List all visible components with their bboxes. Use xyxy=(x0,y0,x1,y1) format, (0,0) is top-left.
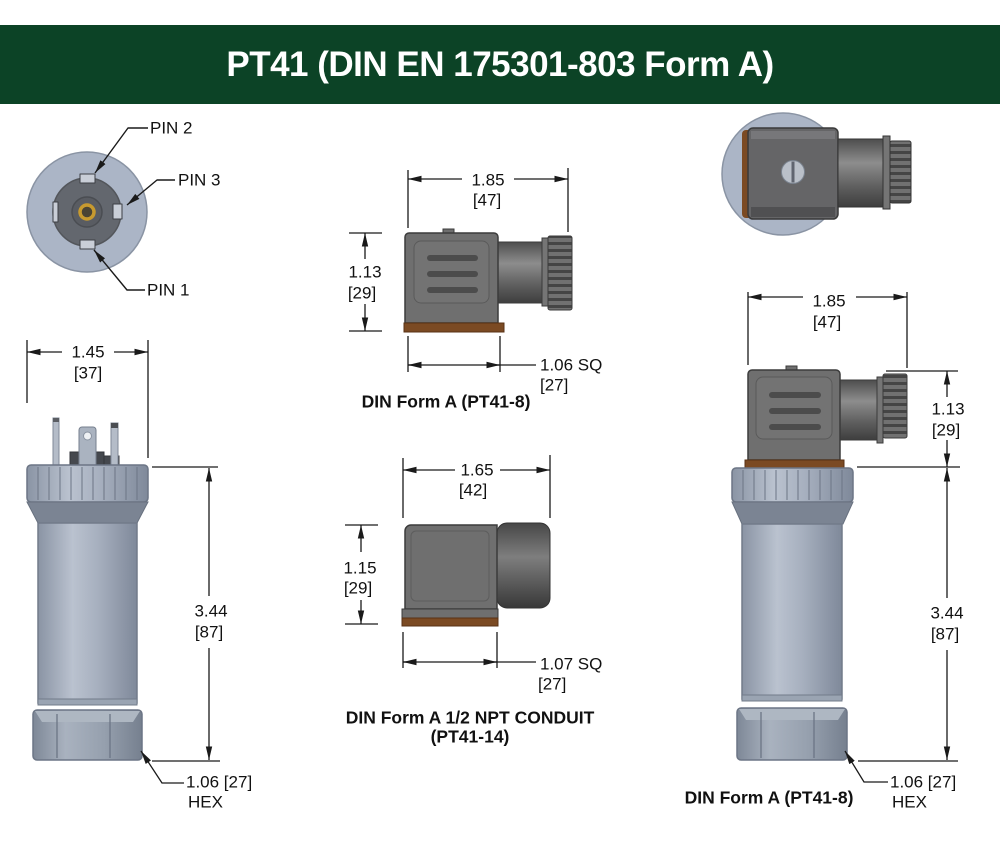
transducer-height-in: 3.44 xyxy=(194,601,228,621)
knurl-lines xyxy=(37,467,138,500)
gasket xyxy=(744,459,845,469)
assembly-width-in: 1.85 xyxy=(812,291,846,311)
pin2-slot xyxy=(79,173,96,184)
transducer-hex-dim: 1.06 [27] xyxy=(186,772,253,792)
assembly-width-mm: [47] xyxy=(812,312,842,332)
assembly-dimensions xyxy=(747,292,960,783)
conduit-height-mm: [29] xyxy=(343,578,373,598)
page-title: PT41 (DIN EN 175301-803 Form A) xyxy=(226,44,774,84)
conduit-width-mm: [42] xyxy=(458,480,488,500)
transducer-hex-label: HEX xyxy=(188,792,223,812)
pin1-slot xyxy=(79,239,96,250)
conduit-dimensions xyxy=(345,455,551,668)
gasket xyxy=(401,617,499,627)
gold-contact-icon xyxy=(78,203,96,221)
ground-slot xyxy=(52,201,59,223)
din-square-in: 1.06 SQ xyxy=(540,355,603,375)
din-form-a-view xyxy=(349,168,573,372)
din-height-in: 1.13 xyxy=(348,262,382,282)
conduit-square-mm: [27] xyxy=(538,674,567,694)
pin2-label: PIN 2 xyxy=(150,118,193,138)
conduit-view xyxy=(345,455,551,668)
transducer-side-view xyxy=(26,340,220,784)
assembly-hex-dim: 1.06 [27] xyxy=(890,772,957,792)
pin1-label: PIN 1 xyxy=(147,280,190,300)
pin-leader-lines xyxy=(93,127,175,291)
assembly-conn-height-in: 1.13 xyxy=(931,399,965,419)
din-form-a-dimensions xyxy=(349,168,569,372)
assembly-height-mm: [87] xyxy=(930,624,960,644)
transducer-width-in: 1.45 xyxy=(71,342,105,362)
conduit-height-in: 1.15 xyxy=(343,558,377,578)
din-width-in: 1.85 xyxy=(471,170,505,190)
connector-top-view xyxy=(26,127,175,291)
transducer-dimensions xyxy=(26,340,220,784)
pin3-label: PIN 3 xyxy=(178,170,221,190)
conduit-caption-line2: (PT41-14) xyxy=(430,726,510,747)
assembly-view xyxy=(731,292,960,783)
title-bar: PT41 (DIN EN 175301-803 Form A) xyxy=(0,25,1000,104)
gasket xyxy=(403,322,505,333)
din-square-mm: [27] xyxy=(540,375,569,395)
din-height-mm: [29] xyxy=(347,283,377,303)
conduit-width-in: 1.65 xyxy=(460,460,494,480)
din-caption: DIN Form A (PT41-8) xyxy=(361,391,531,412)
transducer-width-mm: [37] xyxy=(73,363,103,383)
assembly-caption: DIN Form A (PT41-8) xyxy=(684,787,854,808)
transducer-height-mm: [87] xyxy=(194,622,224,642)
conduit-square-in: 1.07 SQ xyxy=(540,654,603,674)
connector-top-render xyxy=(721,112,912,236)
assembly-hex-label: HEX xyxy=(892,792,927,812)
assembly-conn-height-mm: [29] xyxy=(931,420,961,440)
assembly-height-in: 3.44 xyxy=(930,603,964,623)
din-width-mm: [47] xyxy=(472,190,502,210)
conduit-caption-line1: DIN Form A 1/2 NPT CONDUIT xyxy=(345,707,595,728)
pin3-slot xyxy=(112,203,123,220)
connector-grooves xyxy=(427,255,478,293)
